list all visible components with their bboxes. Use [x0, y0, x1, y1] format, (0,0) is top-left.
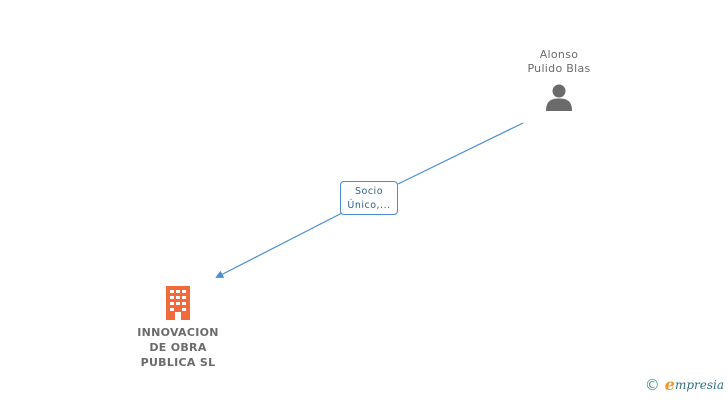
building-icon: [166, 286, 190, 320]
brand-logo-letter: e: [664, 375, 675, 394]
relation-line1: Socio: [354, 186, 384, 197]
company-name: INNOVACION DE OBRA PUBLICA SL: [118, 325, 238, 370]
link-relation-to-company: [215, 212, 343, 278]
person-icon: [546, 84, 572, 111]
company-name-line3: PUBLICA SL: [140, 356, 216, 369]
person-name-line1: Alonso: [539, 48, 579, 61]
brand-logo-text: mpresia: [674, 377, 724, 392]
person-node[interactable]: Alonso Pulido Blas: [500, 48, 618, 112]
copyright-icon: ©: [644, 375, 660, 394]
person-name-line2: Pulido Blas: [527, 62, 591, 75]
relation-line2: Único,...: [347, 200, 391, 211]
relation-label-box[interactable]: Socio Único,...: [340, 181, 398, 215]
company-node[interactable]: INNOVACION DE OBRA PUBLICA SL: [118, 286, 238, 370]
company-name-line1: INNOVACION: [137, 326, 219, 339]
company-name-line2: DE OBRA: [149, 341, 207, 354]
link-person-to-relation: [397, 122, 524, 185]
brand-watermark: © e mpresia: [645, 375, 724, 394]
